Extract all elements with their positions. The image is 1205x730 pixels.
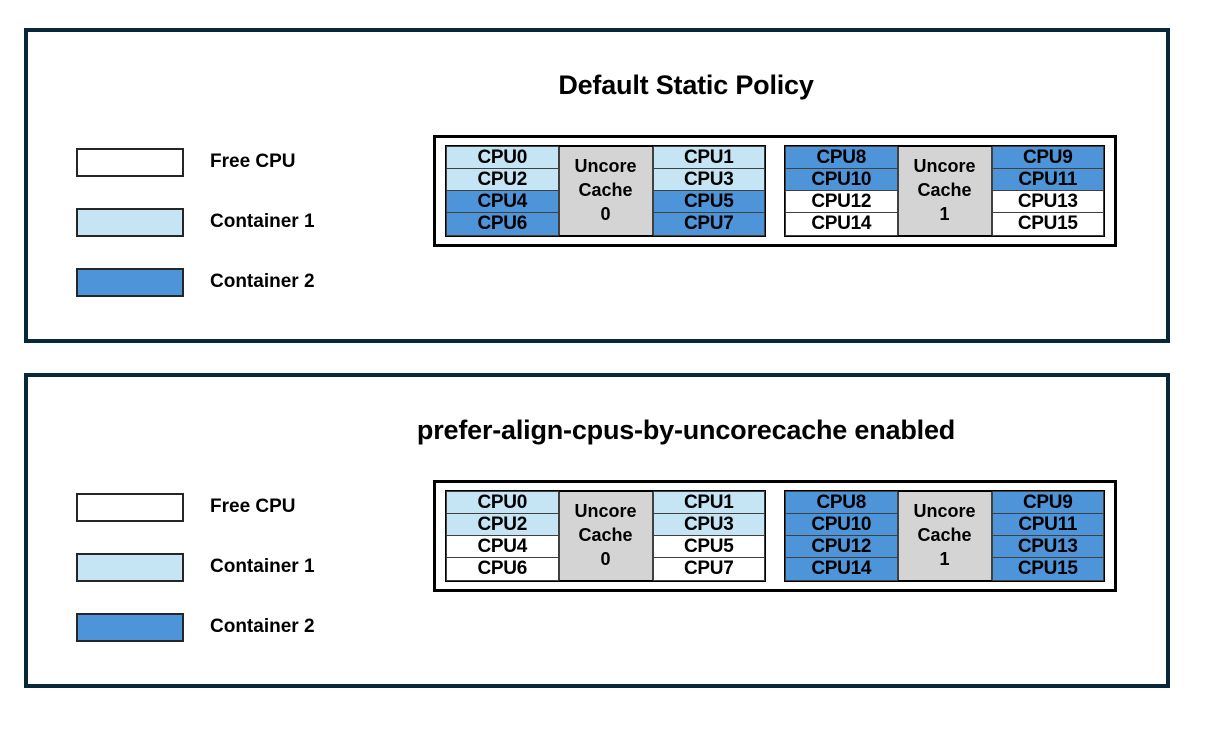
- cpu-cell-cpu3: CPU3: [652, 513, 765, 537]
- cpu-cell-cpu5: CPU5: [652, 535, 765, 559]
- legend-label: Container 2: [210, 271, 315, 292]
- legend-item: Container 1: [76, 537, 315, 597]
- cpu-cell-cpu1: CPU1: [652, 146, 765, 170]
- cache-label-line: Uncore: [574, 501, 637, 522]
- cpu-cell-cpu12: CPU12: [785, 535, 898, 559]
- cpu-cell-cpu10: CPU10: [785, 513, 898, 537]
- legend-label: Free CPU: [210, 151, 296, 172]
- cpu-cell-cpu10: CPU10: [785, 168, 898, 192]
- cpu-cell-cpu2: CPU2: [446, 513, 559, 537]
- cache-label-line: Cache: [917, 525, 972, 546]
- cpu-cell-cpu14: CPU14: [785, 557, 898, 581]
- cache-label-line: Uncore: [913, 156, 976, 177]
- cache-label-line: Uncore: [913, 501, 976, 522]
- cache-label-line: 0: [600, 203, 611, 224]
- cpu-cell-cpu7: CPU7: [652, 557, 765, 581]
- legend-item: Free CPU: [76, 132, 315, 192]
- cpu-cell-cpu0: CPU0: [446, 146, 559, 170]
- cpu-cell-cpu15: CPU15: [991, 557, 1104, 581]
- page-title: prefer-align-cpus-by-uncorecache enabled: [416, 415, 956, 445]
- cpu-cell-cpu14: CPU14: [785, 212, 898, 236]
- cpu-cell-cpu15: CPU15: [991, 212, 1104, 236]
- cache-label-line: 1: [939, 203, 950, 224]
- legend-label: Free CPU: [210, 496, 296, 517]
- cache-label-line: Cache: [578, 180, 633, 201]
- page-title: Default Static Policy: [558, 70, 814, 100]
- cpu-cell-cpu11: CPU11: [991, 168, 1104, 192]
- cpu-cell-cpu3: CPU3: [652, 168, 765, 192]
- cpu-cell-cpu9: CPU9: [991, 491, 1104, 515]
- legend-label: Container 2: [210, 616, 315, 637]
- cpu-cell-cpu0: CPU0: [446, 491, 559, 515]
- cpu-cell-cpu1: CPU1: [652, 491, 765, 515]
- cpu-cell-cpu5: CPU5: [652, 190, 765, 214]
- legend-swatch-free: [76, 492, 184, 522]
- cpu-cell-cpu11: CPU11: [991, 513, 1104, 537]
- cpu-cell-cpu6: CPU6: [446, 212, 559, 236]
- legend-label: Container 1: [210, 211, 315, 232]
- cpu-cell-cpu9: CPU9: [991, 146, 1104, 170]
- legend: Free CPU Container 1 Container 2: [76, 477, 315, 657]
- legend: Free CPU Container 1 Container 2: [76, 132, 315, 312]
- cpu-cell-cpu8: CPU8: [785, 146, 898, 170]
- cache-label-line: Uncore: [574, 156, 637, 177]
- cache-label-line: 0: [600, 548, 611, 569]
- cpu-cell-cpu4: CPU4: [446, 190, 559, 214]
- legend-item: Container 1: [76, 192, 315, 252]
- cpu-cell-cpu13: CPU13: [991, 190, 1104, 214]
- cache-label-line: 1: [939, 548, 950, 569]
- panel-default-static-policy: Default Static Policy Free CPU Container …: [24, 28, 1170, 343]
- cache-label-line: Cache: [578, 525, 633, 546]
- cpu-cell-cpu2: CPU2: [446, 168, 559, 192]
- legend-item: Container 2: [76, 597, 315, 657]
- cpu-cell-cpu4: CPU4: [446, 535, 559, 559]
- cache-label-line: Cache: [917, 180, 972, 201]
- legend-swatch-container2: [76, 612, 184, 642]
- legend-label: Container 1: [210, 556, 315, 577]
- cpu-cell-cpu13: CPU13: [991, 535, 1104, 559]
- legend-swatch-container2: [76, 267, 184, 297]
- cpu-cell-cpu8: CPU8: [785, 491, 898, 515]
- legend-swatch-container1: [76, 207, 184, 237]
- legend-item: Free CPU: [76, 477, 315, 537]
- cpu-cell-cpu12: CPU12: [785, 190, 898, 214]
- cpu-cell-cpu6: CPU6: [446, 557, 559, 581]
- legend-swatch-free: [76, 147, 184, 177]
- legend-swatch-container1: [76, 552, 184, 582]
- panel-prefer-align-cpus-by-uncorecache: prefer-align-cpus-by-uncorecache enabled…: [24, 373, 1170, 688]
- cpu-cell-cpu7: CPU7: [652, 212, 765, 236]
- legend-item: Container 2: [76, 252, 315, 312]
